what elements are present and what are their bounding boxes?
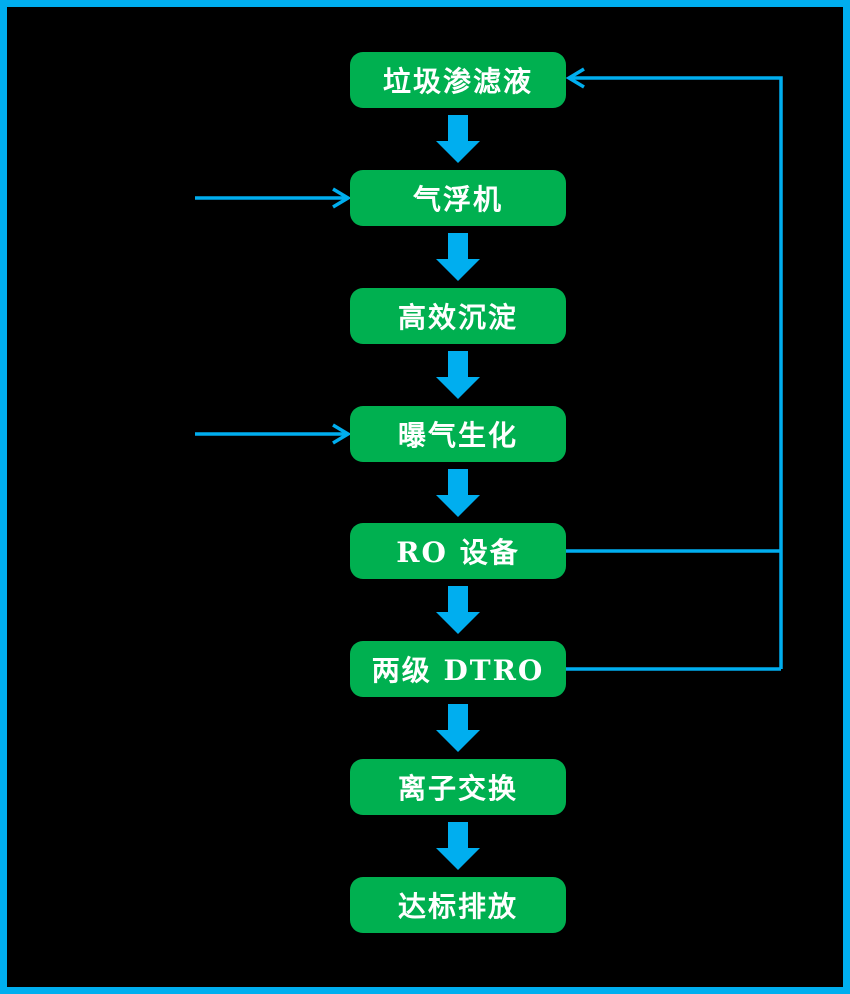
flow-arrow-leachate-to-air-flotation — [436, 115, 480, 163]
node-standard-discharge: 达标排放 — [350, 877, 566, 933]
edge-recycle-return — [572, 76, 783, 669]
arrowhead-input-aeration — [332, 423, 352, 445]
node-ion-exchange: 离子交换 — [350, 759, 566, 815]
flow-arrow-air-flotation-to-sedimentation — [436, 233, 480, 281]
arrowhead-input-air-flotation — [332, 187, 352, 209]
flow-arrow-aeration-to-ro — [436, 469, 480, 517]
flow-arrow-sedimentation-to-aeration — [436, 351, 480, 399]
node-leachate: 垃圾渗滤液 — [350, 52, 566, 108]
arrowhead-recycle-return — [565, 67, 585, 89]
node-aeration-biochemical: 曝气生化 — [350, 406, 566, 462]
node-high-efficiency-sedimentation: 高效沉淀 — [350, 288, 566, 344]
node-two-stage-dtro: 两级 DTRO — [350, 641, 566, 697]
node-ro-equipment: RO 设备 — [350, 523, 566, 579]
flow-arrow-ion-exchange-to-discharge — [436, 822, 480, 870]
node-air-flotation: 气浮机 — [350, 170, 566, 226]
flow-arrow-dtro-to-ion-exchange — [436, 704, 480, 752]
flow-arrow-ro-to-dtro — [436, 586, 480, 634]
